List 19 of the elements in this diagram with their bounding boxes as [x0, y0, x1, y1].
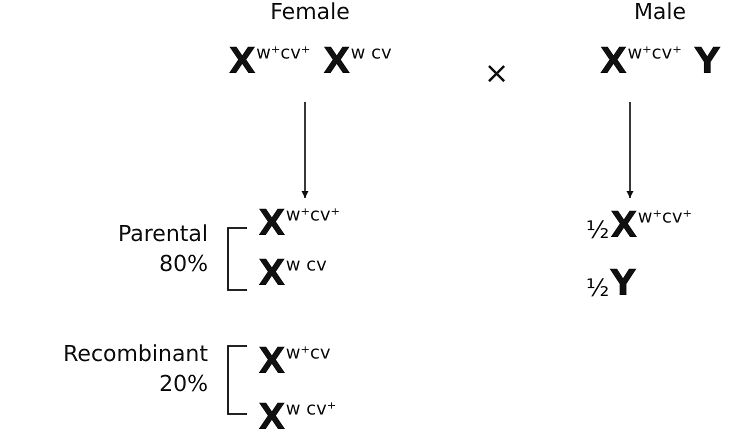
- genotype-label: X$^{w⁺cv}$: [258, 344, 331, 380]
- genotype-label: X$^{w cv⁺}$: [258, 400, 336, 436]
- arrow: [302, 102, 308, 198]
- sex-label: Female: [269, 0, 351, 25]
- arrow: [626, 102, 634, 198]
- fraction-label: ½: [586, 216, 610, 244]
- group-label: Parental: [118, 222, 208, 247]
- fraction-label: ½: [586, 274, 610, 302]
- genotype-label: Y: [610, 266, 636, 302]
- percentage-label: 80%: [159, 252, 208, 277]
- percentage-label: 20%: [159, 372, 208, 397]
- genotype-label: X$^{w⁺cv⁺}$: [258, 206, 340, 242]
- genotype-label: X$^{w⁺cv⁺}$ Y: [600, 44, 720, 80]
- genotype-label: X$^{w⁺cv⁺}$: [610, 208, 692, 244]
- group-label: Recombinant: [63, 342, 208, 367]
- cross-sign: ×: [484, 56, 510, 91]
- sex-label: Male: [632, 0, 688, 25]
- genotype-label: X$^{w cv}$: [258, 256, 327, 292]
- genotype-label: X$^{w⁺cv⁺}$ X$^{w cv}$: [228, 44, 392, 80]
